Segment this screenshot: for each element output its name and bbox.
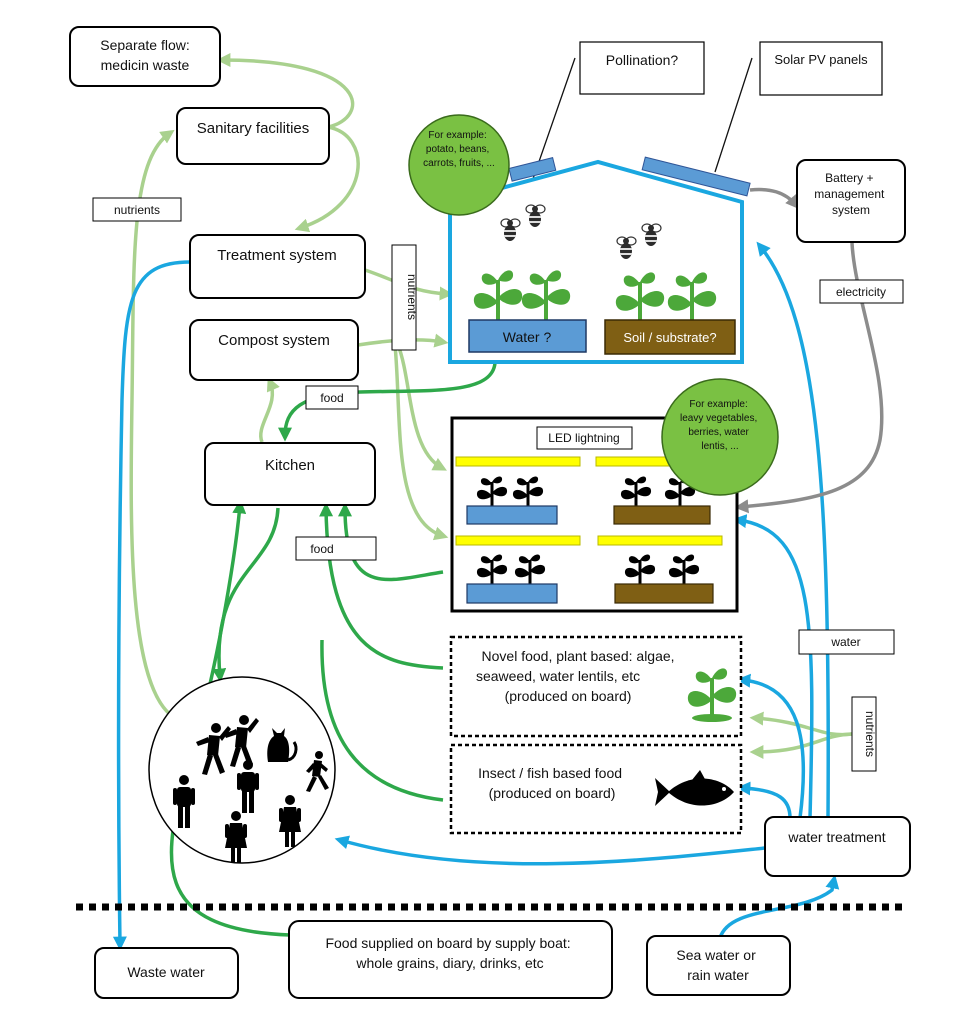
svg-text:Insect / fish based food: Insect / fish based food (produced on bo… — [478, 765, 626, 801]
greenhouse-soil-box — [604, 319, 736, 355]
led-bar — [597, 535, 723, 546]
greenhouse: Water ? Soil / substrate? — [448, 156, 751, 364]
svg-text:water: water — [830, 635, 860, 649]
fish-icon — [655, 770, 734, 806]
callout-solar — [714, 57, 753, 173]
greenhouse-water-box — [468, 319, 587, 353]
arrow-compost-to-indoor-1 — [396, 344, 447, 471]
arrow-insect-to-kitchen — [320, 639, 444, 802]
pollination-box: Pollination? — [579, 41, 705, 95]
svg-text:Solar PV panels: Solar PV panels — [774, 52, 868, 67]
nutrients-label-left: nutrients — [92, 197, 182, 222]
arrow-watertreatment-to-novel — [736, 673, 806, 819]
svg-text:For example: potato, bea: For example: potato, beans, carrots, fru… — [423, 130, 495, 169]
svg-text:electricity: electricity — [836, 285, 886, 299]
svg-text:Waste water: Waste water — [127, 964, 205, 980]
svg-text:Water ?: Water ? — [503, 329, 552, 345]
arrow-compost-to-indoor-2 — [393, 344, 449, 541]
sanitary-facilities-box: Sanitary facilities — [176, 107, 330, 165]
food-label-mid: food — [295, 536, 377, 561]
arrow-nutrients-to-novel — [749, 711, 853, 737]
kitchen-box: Kitchen — [204, 442, 376, 506]
svg-text:Sanitary facilities: Sanitary facilities — [197, 120, 310, 137]
nutrients-label-vertical: nutrients — [391, 244, 419, 351]
svg-text:water treatment: water treatment — [787, 829, 885, 845]
food-label-top: food — [305, 385, 359, 410]
waste-water-box: Waste water — [94, 947, 239, 999]
arrow-people-to-sanitary — [129, 129, 176, 720]
greenhouse-solar-right — [641, 156, 751, 197]
svg-text:Pollination?: Pollination? — [606, 52, 679, 68]
treatment-system-box: Treatment system — [189, 234, 366, 299]
compost-system-box: Compost system — [189, 319, 359, 381]
food-supply-box: Food supplied on board by supply boat: w… — [288, 920, 613, 999]
greenhouse-solar-left — [508, 157, 557, 182]
arrow-treatment-to-wastewater — [112, 260, 191, 951]
indoor-soil-tray — [614, 583, 714, 604]
arrow-sanitary-to-medicine — [216, 53, 355, 129]
people-circle — [148, 676, 336, 864]
arrow-watertreatment-to-greenhouse — [756, 241, 830, 819]
svg-text:Treatment system: Treatment system — [217, 247, 336, 264]
flow-arrows — [112, 53, 884, 951]
arrow-greenhouse-to-kitchen — [278, 362, 497, 442]
novel-food-box: Novel food, plant based: algae, seaweed,… — [449, 635, 743, 738]
arrow-watertreatment-to-insect — [736, 781, 792, 819]
svg-text:For example: leavy veget: For example: leavy vegetables, berries, … — [680, 399, 760, 452]
svg-text:Compost system: Compost system — [218, 332, 330, 349]
arrow-indoor-to-kitchen — [338, 502, 444, 582]
svg-text:Separate flow:medicin waste: Separate flow:medicin waste — [100, 37, 190, 73]
nutrients-label-right: nutrients — [851, 696, 877, 772]
svg-text:nutrients: nutrients — [114, 203, 160, 217]
svg-text:Sea water or rain water: Sea water or rain water — [676, 947, 759, 983]
indoor-example-bubble: For example: leavy vegetables, berries, … — [661, 378, 779, 496]
svg-text:Novel food, plant based: algae: Novel food, plant based: algae, seaweed,… — [476, 648, 679, 704]
sea-water-box: Sea water or rain water — [646, 935, 791, 996]
svg-text:food: food — [320, 391, 343, 405]
svg-text:Soil / substrate?: Soil / substrate? — [623, 330, 716, 345]
led-bar — [595, 456, 671, 467]
electricity-label: electricity — [819, 279, 904, 304]
greenhouse-example-bubble: For example: potato, beans, carrots, fru… — [408, 114, 510, 216]
water-label: water — [798, 629, 895, 655]
arrow-watertreatment-to-people — [334, 835, 766, 866]
svg-text:food: food — [310, 542, 333, 556]
led-label: LED lightning — [536, 426, 633, 450]
arrow-sanitary-to-treatment — [294, 125, 360, 233]
svg-text:Battery + management: Battery + management system — [814, 171, 887, 217]
medicine-waste-box: Separate flow:medicin waste — [69, 26, 221, 87]
svg-text:Kitchen: Kitchen — [265, 457, 315, 474]
led-bar — [455, 456, 581, 467]
indoor-water-tray — [466, 505, 558, 525]
water-treatment-box: water treatment — [764, 816, 911, 877]
arrow-seawater-to-watertreatment — [718, 874, 840, 939]
battery-management-box: Battery + management system — [796, 159, 906, 243]
arrow-solar-to-battery — [749, 187, 800, 210]
arrow-watertreatment-to-indoor — [732, 514, 814, 819]
svg-text:nutrients: nutrients — [405, 274, 419, 320]
indoor-water-tray — [466, 583, 558, 604]
svg-text:Food supplied on board by supp: Food supplied on board by supply boat: w… — [325, 935, 574, 971]
indoor-soil-tray — [613, 505, 711, 525]
arrow-novel-to-kitchen — [319, 502, 444, 670]
svg-text:LED lightning: LED lightning — [548, 431, 619, 445]
insect-fish-food-box: Insect / fish based food (produced on bo… — [449, 743, 743, 835]
svg-text:nutrients: nutrients — [863, 711, 877, 757]
solar-panels-box: Solar PV panels — [759, 41, 883, 96]
led-bar — [455, 535, 581, 546]
arrow-kitchen-to-compost — [259, 376, 280, 443]
